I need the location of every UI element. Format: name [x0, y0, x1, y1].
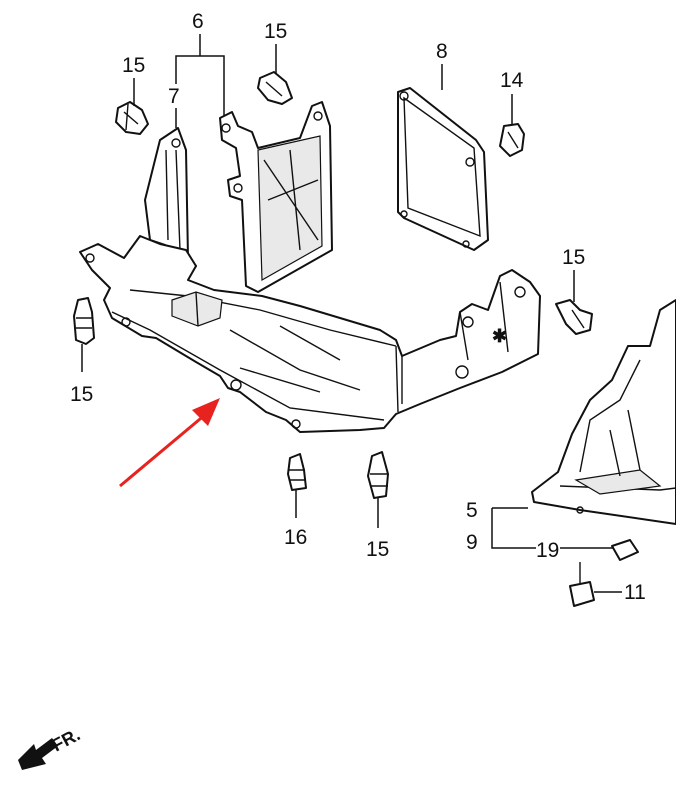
part-label-6: 6 [192, 10, 204, 33]
screw-11 [569, 562, 595, 607]
part-label-14: 14 [500, 69, 524, 92]
part-label-16: 16 [284, 526, 307, 549]
under-cover-tray: ✱ [79, 235, 541, 433]
asterisk-mark: ✱ [492, 326, 507, 346]
part-label-15-bottom: 15 [366, 538, 389, 561]
clip-15-bottom [367, 451, 389, 499]
part-label-5: 5 [466, 499, 478, 522]
bolt-16 [287, 453, 307, 491]
highlight-arrow [119, 398, 220, 488]
part-label-15-left: 15 [70, 383, 93, 406]
front-arrow-label: FR. [48, 724, 83, 755]
part-label-15-top-left: 15 [122, 54, 145, 77]
part-label-7: 7 [168, 85, 180, 108]
plate-part-8 [397, 87, 489, 251]
part-label-8: 8 [436, 40, 448, 63]
clip-15-right [555, 299, 593, 335]
front-direction-arrow: FR. [18, 724, 83, 770]
clip-15-top-left [115, 101, 149, 135]
part-label-9: 9 [466, 531, 478, 554]
part-label-11: 11 [624, 581, 646, 604]
part-label-15-top-middle: 15 [264, 20, 287, 43]
leader-lines [81, 34, 622, 593]
clip-15-top-middle [257, 71, 293, 105]
bracket-panel-part-6 [219, 101, 333, 293]
clip-14 [499, 123, 525, 157]
clip-19 [611, 539, 639, 561]
part-label-19: 19 [536, 539, 559, 562]
side-trim-part-5-9 [531, 299, 676, 525]
clip-15-left [73, 297, 95, 345]
part-label-15-right: 15 [562, 246, 585, 269]
